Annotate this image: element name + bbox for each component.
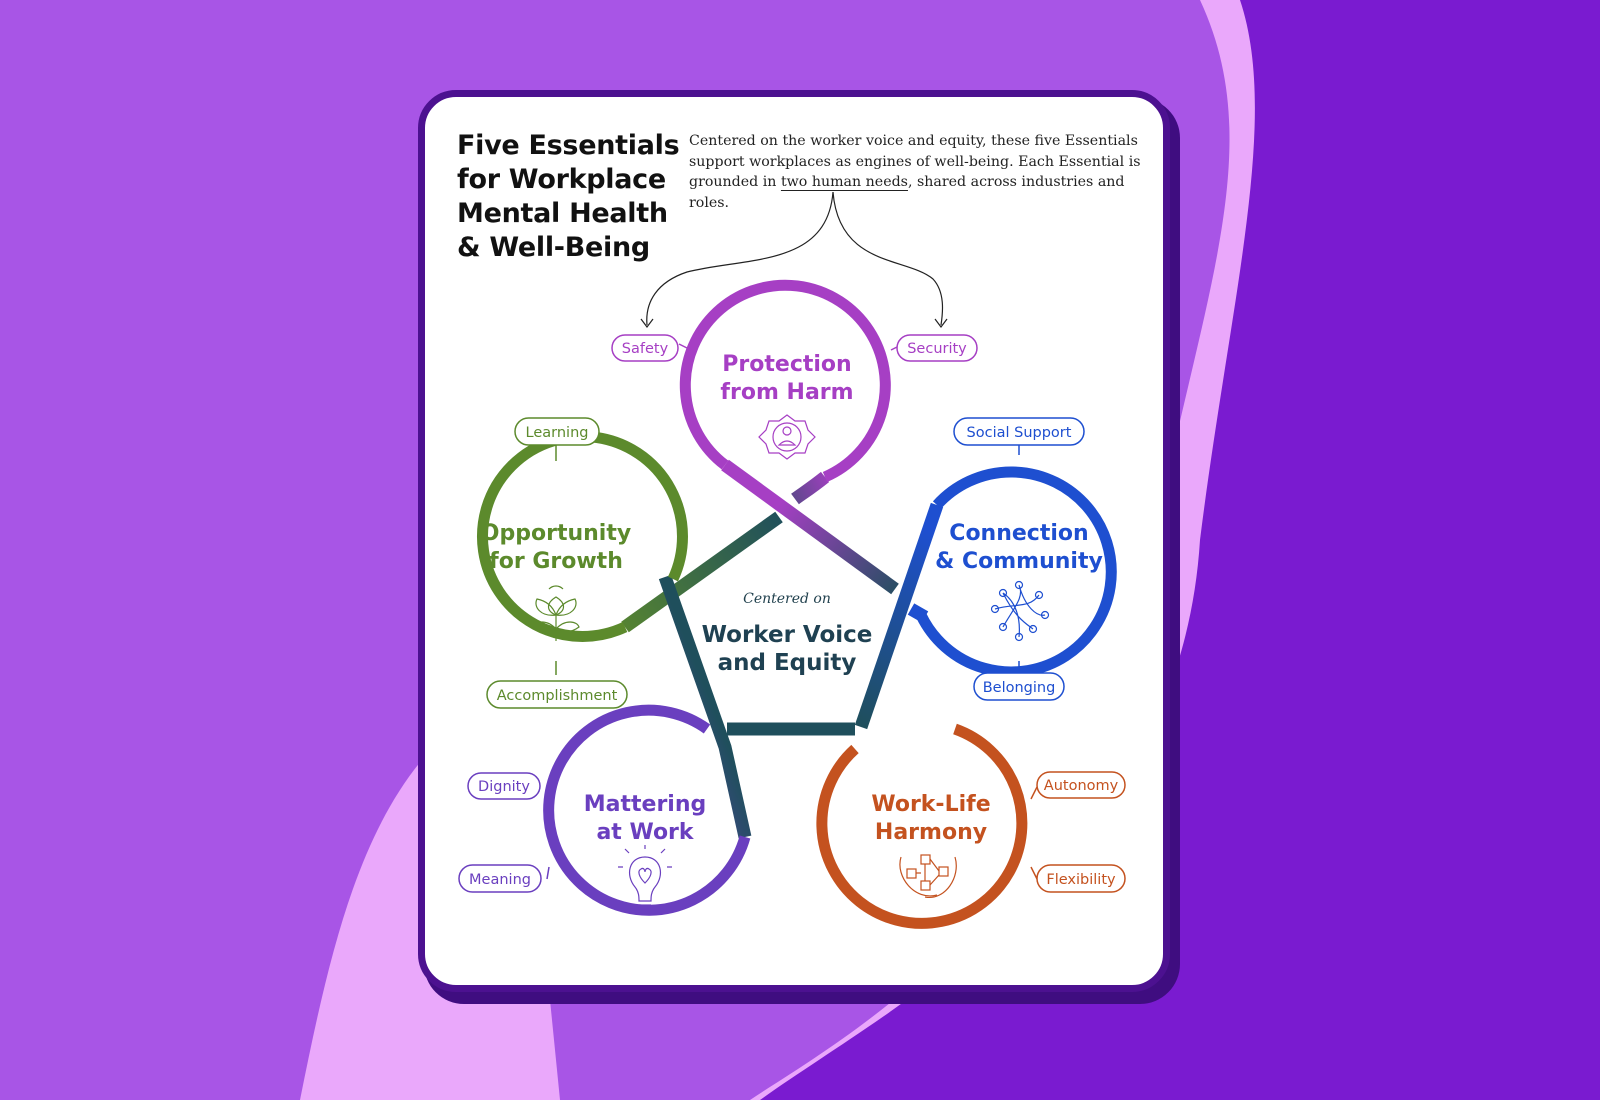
need-tag-pill [1036,864,1126,893]
essential-title-connection: Connection [949,521,1088,546]
intro-text: Centered on the worker voice and equity,… [689,131,1159,213]
essential-title-protection: Protection [722,352,851,377]
need-tags: Safety Security Social Support Belonging… [458,334,1126,893]
essential-title-mattering: Mattering [584,792,707,817]
loop-mattering [543,704,751,916]
essential-loops [477,279,1117,929]
need-tag-pill [486,680,628,709]
title-line: Mental Health [457,198,668,229]
center-caption: Centered on [743,591,831,607]
title-line: & Well-Being [457,232,650,263]
need-tag-social-support: Social Support [953,417,1085,446]
need-tag-dignity: Dignity [467,772,541,800]
intro-text-part: Centered on the worker voice and equity,… [689,133,1141,190]
need-tag-label: Dignity [478,779,530,795]
intro-text-part: , shared across industries and roles. [689,174,1125,211]
stub-safety [678,343,692,351]
need-tag-safety: Safety [611,334,679,362]
connector-connection [854,502,944,730]
need-tag-label: Safety [622,341,669,357]
center-title: Worker Voice [702,622,873,648]
essential-title-mattering: at Work [596,820,694,845]
need-tag-label: Social Support [967,425,1072,441]
bracket-arrows [640,191,948,328]
connector-opportunity [621,511,783,633]
stub-dignity [546,786,550,800]
need-tag-pill [458,864,542,893]
need-tag-pill [896,334,978,362]
network-icon [990,580,1050,642]
essentials-diagram: Safety Security Social Support Belonging… [458,191,1126,929]
essential-title-worklife: Work-Life [871,792,990,817]
need-tag-label: Accomplishment [497,688,618,704]
page-title: Five Essentials for Workplace Mental Hea… [457,129,687,265]
essential-title-protection: from Harm [720,380,853,405]
infographic-card: Five Essentials for Workplace Mental Hea… [418,90,1170,992]
stub-meaning [546,866,550,880]
need-tag-label: Flexibility [1046,872,1116,888]
center-label: Centered on Worker Voice and Equity [702,591,873,676]
need-tag-security: Security [896,334,978,362]
need-tag-label: Autonomy [1044,778,1119,794]
need-tag-pill [953,417,1085,446]
need-tag-autonomy: Autonomy [1036,771,1126,799]
need-tag-label: Security [907,341,967,357]
essential-titles: Protection from Harm Connection & Commun… [481,352,1103,845]
title-line: Five Essentials [457,130,680,161]
need-tag-accomplishment: Accomplishment [486,680,628,709]
stub-autonomy [1030,786,1038,800]
arrowhead-security [934,318,948,328]
need-tag-belonging: Belonging [973,672,1065,701]
lotus-icon [532,585,580,641]
need-tag-label: Belonging [983,680,1056,696]
need-tag-label: Learning [526,425,589,441]
need-tag-pill [514,417,600,446]
connector-protection-left [791,471,830,505]
need-tag-label: Meaning [469,872,531,888]
loop-opportunity [477,431,688,642]
stub-flexibility [1030,866,1038,880]
connector-protection-right [721,459,899,595]
need-tag-pill [467,772,541,800]
center-title: and Equity [718,650,857,676]
intro-highlight: two human needs [780,174,908,190]
need-tag-pill [973,672,1065,701]
gears-icon [899,854,957,898]
need-tag-flexibility: Flexibility [1036,864,1126,893]
arrow-to-security [832,191,944,326]
essential-title-opportunity: for Growth [489,549,623,574]
need-tag-learning: Learning [514,417,600,446]
need-tag-pill [1036,771,1126,799]
loop-connection [916,466,1117,678]
need-tag-meaning: Meaning [458,864,542,893]
essential-title-connection: & Community [935,549,1103,574]
background-deep-purple-wave [760,0,1600,1100]
essential-title-worklife: Harmony [875,820,987,845]
arrowhead-safety [640,318,654,328]
title-line: for Workplace [457,164,666,195]
lightbulb-heart-icon [618,845,672,910]
connector-mattering [658,574,752,839]
arrow-to-safety [646,191,834,326]
loop-protection [679,279,891,483]
need-tag-pill [611,334,679,362]
essential-title-opportunity: Opportunity [481,521,631,546]
shield-person-icon [758,414,816,460]
loop-worklife [816,723,1028,929]
